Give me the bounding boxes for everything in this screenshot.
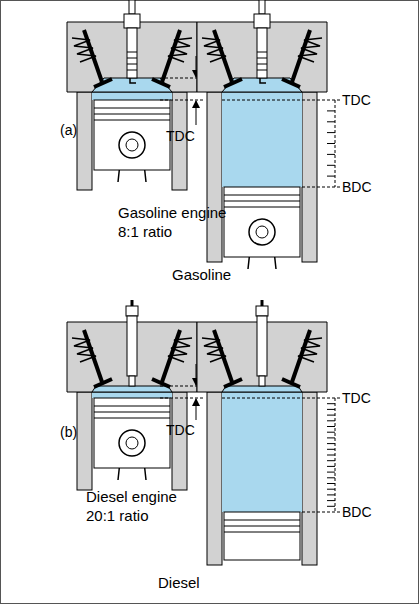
panel-tag: (a)	[60, 122, 77, 140]
panel-caption: Gasoline	[172, 266, 231, 285]
position-label: TDC	[166, 422, 195, 440]
position-label: BDC	[342, 504, 372, 522]
panel-tag: (b)	[60, 424, 77, 442]
gasoline-engine-bdc	[197, 0, 340, 269]
position-label: TDC	[342, 390, 371, 408]
gasoline-engine-tdc	[67, 0, 205, 190]
diesel-engine-bdc	[197, 300, 340, 565]
position-label: TDC	[166, 128, 195, 146]
engine-caption: Diesel engine 20:1 ratio	[86, 488, 198, 526]
panel-caption: Diesel	[158, 574, 200, 593]
position-label: BDC	[342, 179, 372, 197]
position-label: TDC	[342, 92, 371, 110]
diesel-engine-tdc	[67, 300, 205, 490]
engine-caption: Gasoline engine 8:1 ratio	[118, 204, 243, 242]
